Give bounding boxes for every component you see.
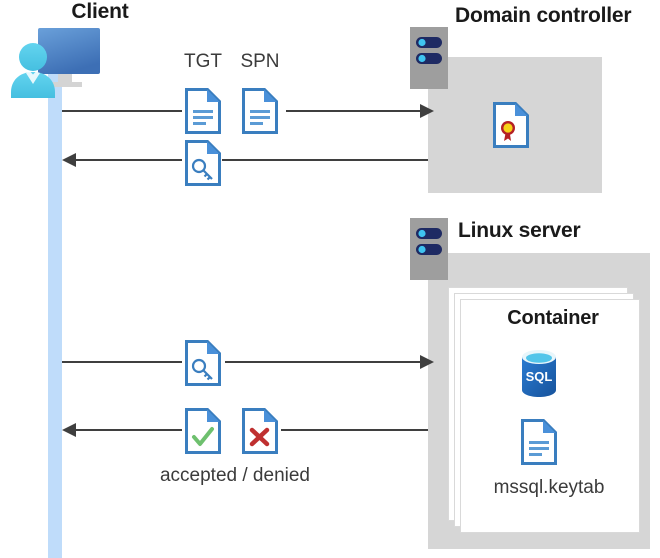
arrowhead-linux-to-client	[62, 423, 76, 437]
document-certificate-icon	[493, 102, 529, 148]
arrowhead-client-to-linux	[420, 355, 434, 369]
linux-server-icon	[410, 218, 448, 280]
document-cross-icon-denied	[242, 408, 278, 454]
container-card-front	[460, 299, 640, 533]
arrowhead-client-to-dc	[420, 104, 434, 118]
document-key-icon-ticket	[185, 140, 221, 186]
sql-icon-text: SQL	[526, 369, 553, 384]
page-title-linux-server: Linux server	[458, 219, 581, 242]
document-key-icon-service-ticket	[185, 340, 221, 386]
page-title-domain-controller: Domain controller	[455, 4, 632, 27]
document-ticket-icon-tgt	[185, 88, 221, 134]
document-lines-icon-keytab	[521, 419, 557, 465]
page-title-container: Container	[507, 307, 599, 329]
domain-controller-server-icon	[410, 27, 448, 89]
client-lifeline	[48, 60, 62, 558]
label-accepted-denied: accepted / denied	[159, 465, 310, 486]
label-tgt: TGT	[184, 51, 222, 72]
document-check-icon-accepted	[185, 408, 221, 454]
document-ticket-icon-spn	[242, 88, 278, 134]
sql-database-icon: SQL	[518, 348, 560, 400]
page-title-client: Client	[71, 0, 129, 23]
label-spn: SPN	[240, 51, 280, 72]
client-icon	[8, 22, 126, 102]
label-mssql-keytab: mssql.keytab	[493, 477, 605, 498]
arrowhead-dc-to-client	[62, 153, 76, 167]
